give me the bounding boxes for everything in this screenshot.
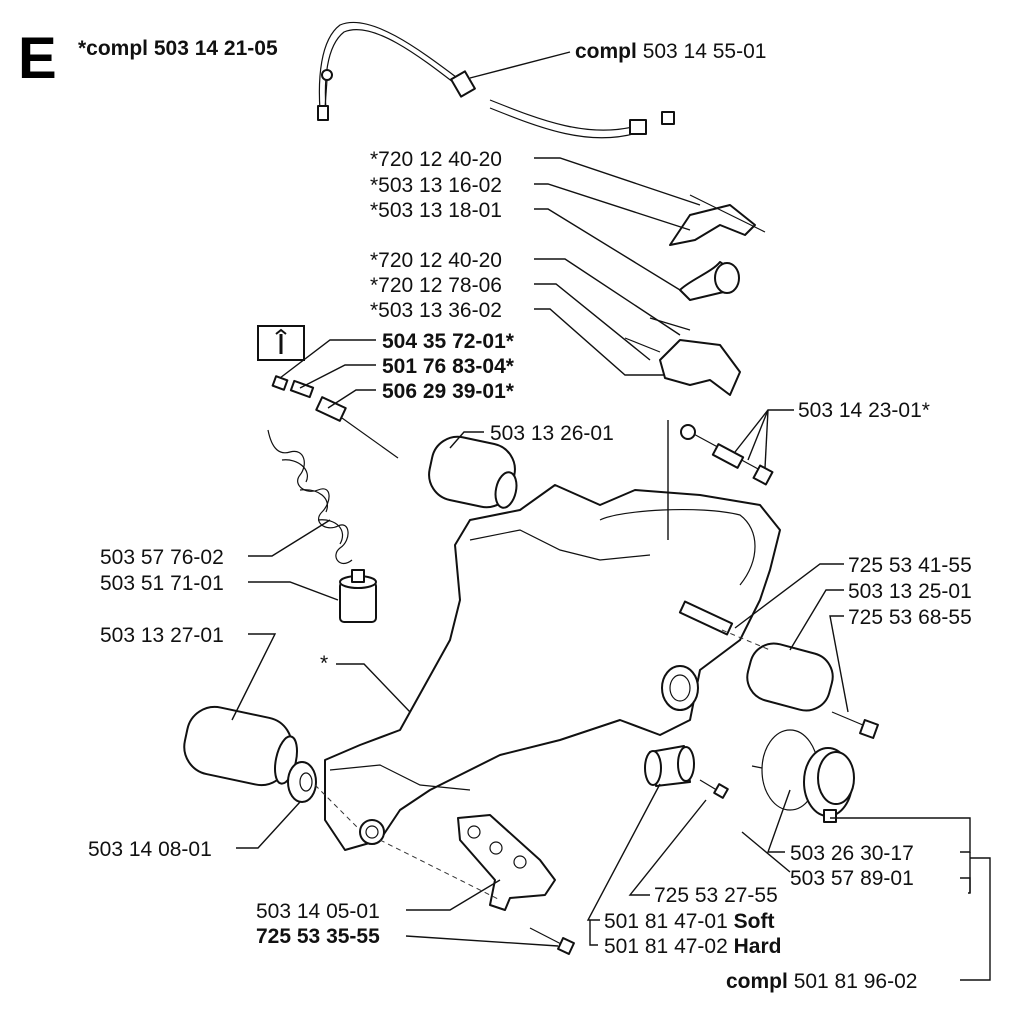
label-p2: *503 13 16-02 (370, 174, 502, 197)
fuel-cap (803, 747, 855, 823)
label-p6: *503 13 36-02 (370, 299, 502, 322)
compl-main-label: *compl 503 14 21-05 (78, 37, 278, 60)
label-p22: 501 81 47-02 Hard (604, 935, 781, 958)
av-spring-top (428, 435, 518, 509)
label-p3: *503 13 18-01 (370, 199, 502, 222)
label-p11: 725 53 41-55 (848, 554, 972, 577)
label-p4: *720 12 40-20 (370, 249, 502, 272)
throttle-cable (317, 21, 675, 139)
washer-left (287, 761, 317, 803)
label-p7: 503 13 26-01 (490, 422, 614, 445)
wrench-icon (275, 328, 287, 354)
label-p9: 503 57 76-02 (100, 546, 224, 569)
compl-bottom-label: compl 501 81 96-02 (726, 970, 917, 993)
label-p14: 503 13 27-01 (100, 624, 224, 647)
spring-hose (267, 429, 353, 565)
label-p10: 503 51 71-01 (100, 572, 224, 595)
label-tool2: 501 76 83-04* (382, 355, 515, 378)
label-p1: *720 12 40-20 (370, 148, 502, 171)
label-p17: 503 57 89-01 (790, 867, 914, 890)
av-spring-left (183, 705, 298, 787)
label-p20: 501 81 47-01 Soft (604, 910, 774, 933)
label-tool1: 504 35 72-01* (382, 330, 515, 353)
bolt-right (678, 600, 734, 636)
label-p8: 503 14 23-01* (798, 399, 930, 422)
handle-body (324, 484, 781, 851)
screw-assembly (680, 424, 774, 486)
tool-pieces (271, 375, 399, 459)
bracket-plate (457, 814, 556, 911)
label-p19: 503 14 05-01 (256, 900, 380, 923)
av-spring-right (746, 642, 834, 712)
label-tool3: 506 29 39-01* (382, 380, 515, 403)
fuel-filter (339, 569, 377, 623)
label-star: * (320, 652, 328, 675)
section-letter: E (18, 26, 57, 91)
screw-small (699, 779, 729, 799)
label-p12: 503 13 25-01 (848, 580, 972, 603)
trigger-parts (624, 194, 766, 396)
label-p18: 725 53 27-55 (654, 884, 778, 907)
label-p21: 725 53 35-55 (256, 925, 380, 948)
cable-label: compl 503 14 55-01 (575, 40, 766, 63)
label-p15: 503 14 08-01 (88, 838, 212, 861)
bolt-far-right (831, 711, 879, 739)
label-p5: *720 12 78-06 (370, 274, 502, 297)
bolt-bottom (529, 927, 575, 955)
label-p16: 503 26 30-17 (790, 842, 914, 865)
rubber-plug (644, 745, 695, 787)
label-p13: 725 53 68-55 (848, 606, 972, 629)
